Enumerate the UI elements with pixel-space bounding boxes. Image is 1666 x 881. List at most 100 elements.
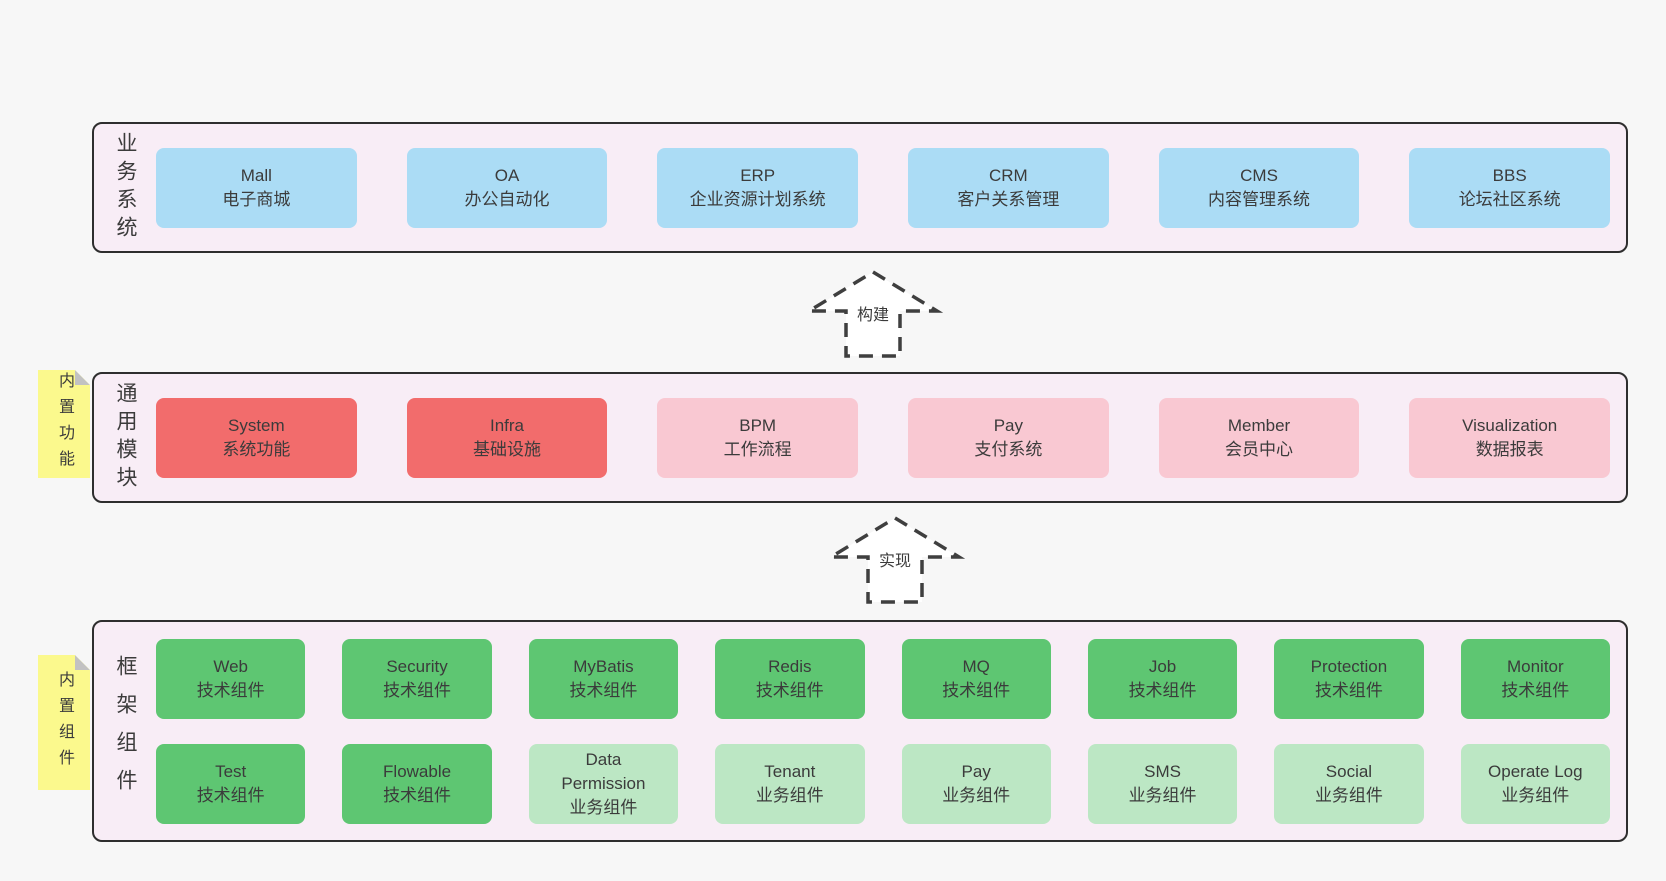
box-name: Data Permission (561, 749, 646, 793)
box-name: SMS (1144, 761, 1181, 781)
box-desc: 内容管理系统 (1208, 189, 1311, 209)
box-name: OA (494, 165, 520, 185)
framework-components-row-2: Test 技术组件 Flowable 技术组件 Data Permission … (156, 743, 1610, 824)
box-pay-component: Pay 业务组件 (901, 743, 1051, 824)
band-label-framework-components: 框架组件 (114, 655, 137, 807)
box-name: ERP (740, 165, 776, 185)
band-framework-components: 框架组件 Web 技术组件 Security 技术组件 MyBatis 技术组件… (92, 620, 1628, 842)
box-redis: Redis 技术组件 (715, 638, 865, 719)
box-erp: ERP 企业资源计划系统 (657, 147, 859, 228)
box-protection: Protection 技术组件 (1274, 638, 1424, 719)
box-oa: OA 办公自动化 (406, 147, 608, 228)
box-bbs: BBS 论坛社区系统 (1409, 147, 1611, 228)
box-desc: 技术组件 (196, 785, 265, 805)
box-name: Monitor (1506, 656, 1564, 676)
box-name: Job (1148, 656, 1177, 676)
box-monitor: Monitor 技术组件 (1460, 638, 1610, 719)
box-name: Web (213, 656, 249, 676)
box-name: System (227, 415, 285, 435)
box-flowable: Flowable 技术组件 (342, 743, 492, 824)
box-desc: 技术组件 (1128, 680, 1197, 700)
box-desc: 会员中心 (1225, 439, 1294, 459)
box-name: Test (215, 761, 247, 781)
band-label-common-modules: 通用模块 (114, 381, 137, 494)
arrow-label-build: 构建 (853, 301, 893, 325)
box-desc: 企业资源计划系统 (689, 189, 826, 209)
box-name: Protection (1310, 656, 1388, 676)
box-member: Member 会员中心 (1158, 397, 1360, 478)
sticky-tab-label: 内置功能 (56, 372, 73, 476)
box-mybatis: MyBatis 技术组件 (528, 638, 679, 719)
sticky-tab-built-in-features: 内置功能 (38, 370, 90, 478)
box-desc: 技术组件 (755, 680, 824, 700)
box-desc: 业务组件 (942, 785, 1011, 805)
box-desc: 技术组件 (1501, 680, 1570, 700)
box-name: Flowable (383, 761, 452, 781)
arrow-label-implement: 实现 (875, 547, 915, 571)
common-modules-boxes: System 系统功能 Infra 基础设施 BPM 工作流程 Pay 支付系统… (146, 397, 1626, 478)
framework-components-row-1: Web 技术组件 Security 技术组件 MyBatis 技术组件 Redi… (156, 638, 1610, 719)
box-desc: 业务组件 (1128, 785, 1197, 805)
sticky-tab-built-in-components: 内置组件 (38, 655, 90, 790)
box-desc: 客户关系管理 (957, 189, 1060, 209)
box-name: BPM (739, 415, 777, 435)
box-desc: 业务组件 (755, 785, 824, 805)
box-sms: SMS 业务组件 (1087, 743, 1238, 824)
box-desc: 数据报表 (1475, 439, 1544, 459)
box-bpm: BPM 工作流程 (657, 397, 859, 478)
box-desc: 技术组件 (196, 680, 265, 700)
box-data-permission: Data Permission 业务组件 (528, 743, 679, 824)
box-desc: 基础设施 (473, 439, 541, 459)
box-web: Web 技术组件 (156, 638, 306, 719)
box-desc: 技术组件 (383, 680, 452, 700)
box-desc: 业务组件 (569, 797, 638, 817)
box-desc: 业务组件 (1501, 785, 1570, 805)
build-arrow: 构建 (803, 268, 943, 360)
box-name: Mall (240, 165, 272, 185)
box-test: Test 技术组件 (156, 743, 306, 824)
band-business-systems: 业务系统 Mall 电子商城 OA 办公自动化 ERP 企业资源计划系统 CRM… (92, 122, 1628, 253)
box-desc: 技术组件 (569, 680, 638, 700)
box-social: Social 业务组件 (1274, 743, 1424, 824)
box-name: Tenant (764, 761, 816, 781)
box-name: Pay (961, 761, 991, 781)
box-desc: 技术组件 (383, 785, 452, 805)
box-name: CRM (988, 165, 1028, 185)
business-systems-boxes: Mall 电子商城 OA 办公自动化 ERP 企业资源计划系统 CRM 客户关系… (146, 147, 1626, 228)
box-name: Social (1325, 761, 1373, 781)
box-desc: 论坛社区系统 (1458, 189, 1561, 209)
box-mall: Mall 电子商城 (156, 147, 357, 228)
box-crm: CRM 客户关系管理 (908, 147, 1109, 228)
box-name: Member (1227, 415, 1291, 435)
box-visualization: Visualization 数据报表 (1409, 397, 1611, 478)
box-name: Operate Log (1488, 761, 1583, 781)
box-desc: 支付系统 (974, 439, 1043, 459)
box-desc: 办公自动化 (464, 189, 550, 209)
folded-corner-icon (75, 370, 90, 385)
box-name: Redis (768, 656, 812, 676)
box-name: Pay (993, 415, 1023, 435)
box-tenant: Tenant 业务组件 (715, 743, 865, 824)
box-system: System 系统功能 (156, 397, 357, 478)
box-name: Infra (489, 415, 525, 435)
box-desc: 工作流程 (723, 439, 792, 459)
box-security: Security 技术组件 (342, 638, 492, 719)
framework-components-rows: Web 技术组件 Security 技术组件 MyBatis 技术组件 Redi… (146, 638, 1626, 824)
box-desc: 技术组件 (1314, 680, 1383, 700)
box-name: MQ (962, 656, 990, 676)
folded-corner-icon (75, 655, 90, 670)
box-name: CMS (1240, 165, 1278, 185)
box-desc: 电子商城 (222, 189, 291, 209)
box-operate-log: Operate Log 业务组件 (1460, 743, 1610, 824)
box-name: Visualization (1462, 415, 1558, 435)
box-pay: Pay 支付系统 (908, 397, 1109, 478)
box-desc: 业务组件 (1314, 785, 1383, 805)
box-desc: 技术组件 (942, 680, 1011, 700)
implement-arrow: 实现 (825, 514, 965, 606)
box-job: Job 技术组件 (1087, 638, 1238, 719)
box-name: MyBatis (573, 656, 634, 676)
sticky-tab-label: 内置组件 (56, 670, 73, 775)
box-name: Security (386, 656, 448, 676)
box-desc: 系统功能 (222, 439, 291, 459)
